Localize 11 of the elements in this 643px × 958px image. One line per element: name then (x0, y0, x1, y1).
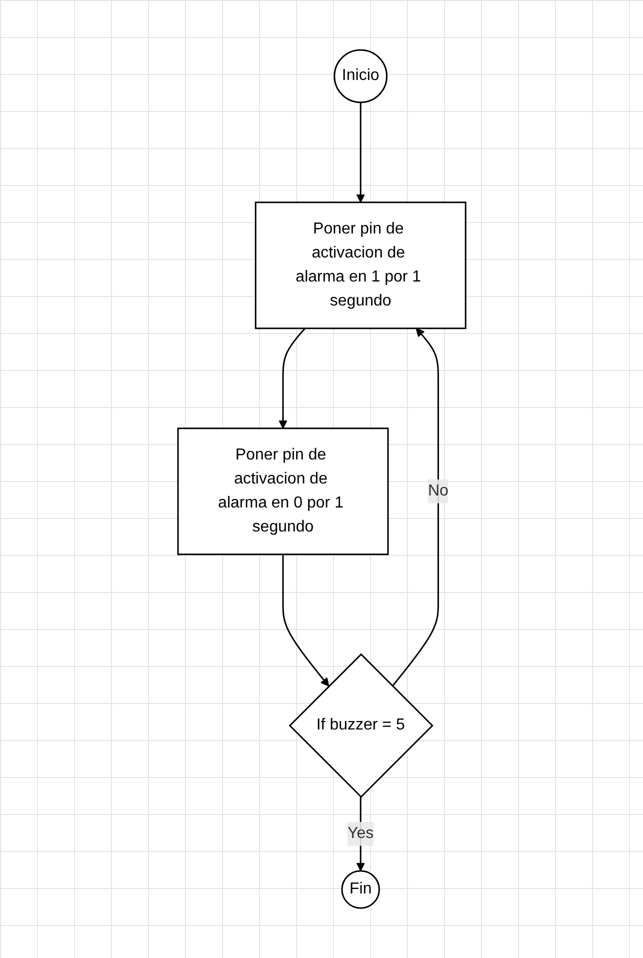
node-circle: Fin (340, 870, 380, 909)
arrow (282, 554, 329, 686)
arrow (356, 102, 365, 203)
node-diamond: If buzzer = 5 (288, 653, 434, 798)
node-circle: Inicio (333, 49, 388, 104)
node-box: Poner pin de activacion de alarma en 1 por 1 segundo (254, 202, 466, 330)
node-box: Poner pin de activacion de alarma en 0 por 1 segundo (176, 428, 388, 556)
edge-label: Yes (347, 824, 374, 842)
arrow (392, 328, 439, 687)
arrow (278, 328, 306, 429)
edge-label: No (428, 482, 448, 500)
